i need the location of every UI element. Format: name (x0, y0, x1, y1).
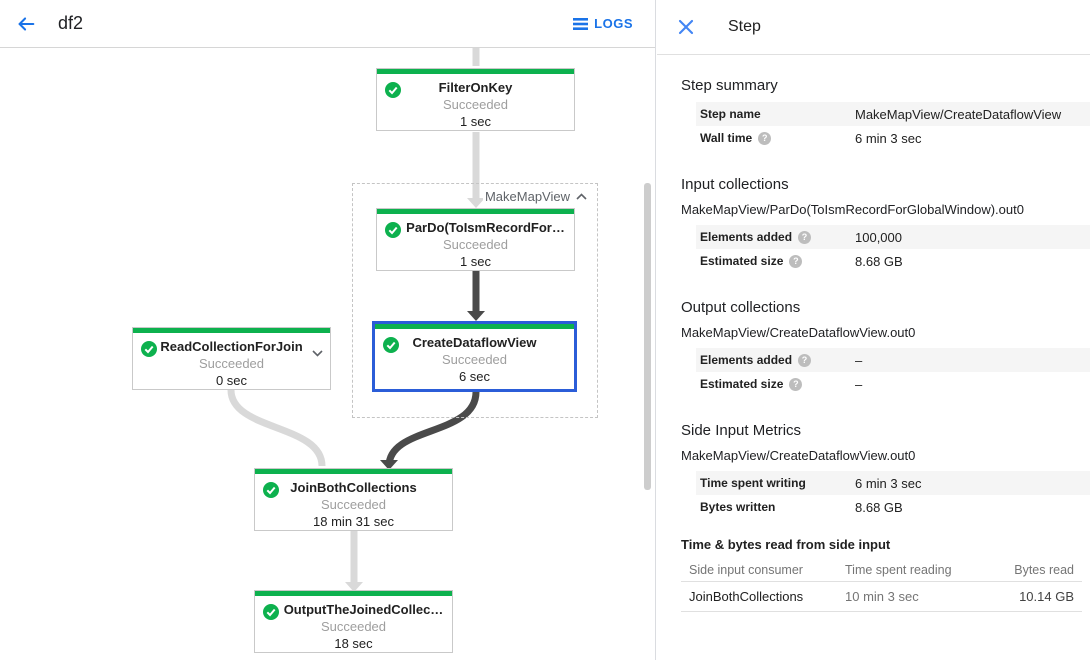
row-elements-added: Elements added? – (696, 348, 1090, 372)
succeeded-check-icon (383, 337, 399, 353)
row-bytes-written: Bytes written 8.68 GB (700, 499, 903, 515)
node-pardo-toismrecord[interactable]: ParDo(ToIsmRecordFor… Succeeded 1 sec (376, 208, 575, 271)
section-heading-step-summary: Step summary (681, 77, 778, 94)
cell-consumer: JoinBothCollections (689, 589, 804, 604)
back-button[interactable] (10, 8, 42, 40)
node-status: Succeeded (441, 352, 508, 367)
node-status: Succeeded (198, 356, 265, 371)
row-estimated-size: Estimated size? – (700, 376, 863, 392)
node-status: Succeeded (442, 97, 509, 112)
status-bar (377, 209, 574, 214)
section-heading-input-collections: Input collections (681, 176, 789, 193)
logs-icon (573, 17, 589, 30)
row-estimated-size: Estimated size? 8.68 GB (700, 253, 903, 269)
pipeline-edges (227, 48, 485, 592)
succeeded-check-icon (385, 82, 401, 98)
status-bar (377, 69, 574, 74)
chevron-down-icon (312, 350, 323, 357)
help-icon[interactable]: ? (798, 230, 812, 244)
node-title: CreateDataflowView (412, 335, 537, 350)
panel-title: Step (728, 18, 761, 35)
help-icon[interactable]: ? (758, 131, 772, 145)
back-arrow-icon (18, 16, 35, 31)
table-row: JoinBothCollections 10 min 3 sec 10.14 G… (681, 582, 1082, 612)
logs-button[interactable]: LOGS (567, 12, 639, 35)
side-input-collection-name: MakeMapView/CreateDataflowView.out0 (681, 448, 916, 463)
succeeded-check-icon (263, 604, 279, 620)
side-input-table-heading: Time & bytes read from side input (681, 537, 891, 552)
help-icon[interactable]: ? (798, 353, 812, 367)
group-label: MakeMapView (484, 189, 570, 204)
composite-group-makemapview: MakeMapView (352, 183, 598, 418)
row-step-name: Step name MakeMapView/CreateDataflowView (696, 102, 1090, 126)
column-time-spent-reading: Time spent reading (845, 562, 952, 577)
node-time: 6 sec (458, 369, 491, 384)
node-time: 1 sec (459, 114, 492, 129)
side-input-table: Side input consumer Time spent reading B… (681, 558, 1082, 612)
group-toggle[interactable]: MakeMapView (482, 189, 589, 204)
column-side-input-consumer: Side input consumer (689, 562, 803, 577)
logs-label: LOGS (594, 16, 633, 31)
close-button[interactable] (672, 13, 700, 41)
row-time-spent-writing: Time spent writing 6 min 3 sec (696, 471, 1090, 495)
input-collection-rows: Elements added? 100,000 Estimated size? … (696, 225, 1090, 273)
succeeded-check-icon (385, 222, 401, 238)
chevron-up-icon (576, 193, 587, 200)
output-collection-name: MakeMapView/CreateDataflowView.out0 (681, 325, 916, 340)
help-icon[interactable]: ? (789, 254, 803, 268)
node-time: 18 sec (334, 636, 373, 651)
node-status: Succeeded (320, 497, 387, 512)
cell-bytes-read: 10.14 GB (1019, 589, 1074, 604)
section-heading-side-input-metrics: Side Input Metrics (681, 422, 802, 439)
status-bar (133, 328, 330, 333)
node-title: ParDo(ToIsmRecordFor… (406, 220, 565, 235)
node-readcollectionforjoin[interactable]: ReadCollectionForJoin Succeeded 0 sec (132, 327, 331, 390)
graph-pane: df2 LOGS (0, 0, 656, 660)
node-outputthejoinedcollection[interactable]: OutputTheJoinedCollec… Succeeded 18 sec (254, 590, 453, 653)
node-joinbothcollections[interactable]: JoinBothCollections Succeeded 18 min 31 … (254, 468, 453, 531)
help-icon[interactable]: ? (789, 377, 803, 391)
row-elements-added: Elements added? 100,000 (696, 225, 1090, 249)
vertical-scrollbar[interactable] (644, 183, 651, 490)
succeeded-check-icon (263, 482, 279, 498)
job-title: df2 (58, 13, 84, 33)
status-bar (255, 469, 452, 474)
output-collection-rows: Elements added? – Estimated size? – (696, 348, 1090, 396)
close-icon (678, 19, 694, 35)
step-summary-rows: Step name MakeMapView/CreateDataflowView… (696, 102, 1090, 150)
node-title: FilterOnKey (438, 80, 513, 95)
pipeline-canvas: MakeMapView FilterOnKey Succeeded 1 sec … (0, 48, 655, 659)
step-details-panel: Step Step summary Step name MakeMapView/… (657, 0, 1090, 660)
side-input-rows: Time spent writing 6 min 3 sec Bytes wri… (696, 471, 1090, 519)
graph-header: df2 LOGS (0, 0, 655, 48)
node-expand-button[interactable] (312, 344, 323, 362)
node-title: OutputTheJoinedCollec… (283, 602, 444, 617)
node-time: 1 sec (459, 254, 492, 269)
status-bar (375, 324, 574, 329)
row-wall-time: Wall time? 6 min 3 sec (700, 130, 922, 146)
status-bar (255, 591, 452, 596)
node-title: ReadCollectionForJoin (160, 339, 303, 354)
column-bytes-read: Bytes read (1014, 562, 1074, 577)
node-time: 0 sec (215, 373, 248, 388)
input-collection-name: MakeMapView/ParDo(ToIsmRecordForGlobalWi… (681, 202, 1024, 217)
node-title: JoinBothCollections (290, 480, 417, 495)
cell-time-reading: 10 min 3 sec (845, 589, 919, 604)
node-status: Succeeded (442, 237, 509, 252)
section-heading-output-collections: Output collections (681, 299, 801, 316)
node-createdataflowview-selected[interactable]: CreateDataflowView Succeeded 6 sec (372, 321, 577, 392)
node-filteronkey[interactable]: FilterOnKey Succeeded 1 sec (376, 68, 575, 131)
panel-body: Step summary Step name MakeMapView/Creat… (657, 55, 1090, 612)
node-status: Succeeded (320, 619, 387, 634)
table-header-row: Side input consumer Time spent reading B… (681, 558, 1082, 582)
succeeded-check-icon (141, 341, 157, 357)
panel-header: Step (657, 0, 1090, 55)
node-time: 18 min 31 sec (313, 514, 394, 529)
